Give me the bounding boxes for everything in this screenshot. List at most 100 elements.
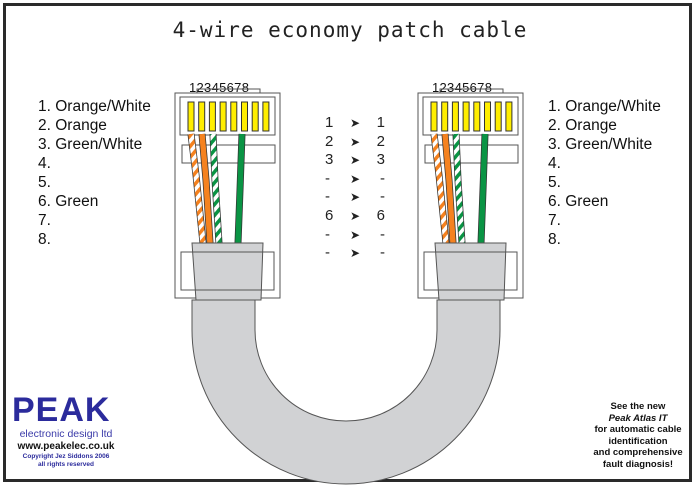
pin-map-from: - — [325, 169, 330, 187]
pin-bracket — [196, 88, 261, 93]
pin-map-row: 1 ➤ 1 — [325, 114, 385, 133]
wire-green — [235, 133, 245, 244]
diagram-title: 4-wire economy patch cable — [172, 18, 528, 42]
pin-map-to: - — [380, 244, 385, 262]
product-name: Peak Atlas IT — [608, 412, 668, 424]
pin-map-from: 1 — [325, 114, 334, 131]
right-wiring-item: 4. — [548, 155, 561, 172]
contact-pin-8 — [262, 101, 270, 132]
connector-lock — [423, 251, 518, 291]
pin-map-from: 3 — [325, 151, 334, 169]
pin-map-row: - ➤ - — [325, 170, 385, 189]
pin-map-to: - — [380, 225, 385, 243]
promo-text: See the new Peak Atlas IT for automatic … — [583, 401, 693, 470]
arrow-icon: ➤ — [349, 246, 361, 261]
right-wiring-item: 3. Green/White — [548, 136, 653, 153]
right-wiring-item: 5. — [548, 174, 561, 191]
contact-pin-7 — [251, 101, 259, 132]
right-wiring-item: 1. Orange/White — [548, 98, 661, 115]
contacts — [430, 101, 513, 132]
left-wiring-item: 2. Orange — [38, 117, 107, 134]
wire-orange-white — [188, 133, 206, 244]
contact-pin-4 — [219, 101, 227, 132]
right-wiring-item: 8. — [548, 231, 561, 248]
left-wiring-item: 4. — [38, 155, 51, 172]
wire-green — [478, 133, 488, 244]
left-wiring-item: 7. — [38, 212, 51, 229]
contact-pin-3 — [208, 101, 216, 132]
peak-logo: PEAK electronic design ltd www.peakelec.… — [10, 392, 122, 469]
contact-pin-8 — [505, 101, 513, 132]
contact-pin-5 — [230, 101, 238, 132]
cable-boot — [191, 242, 264, 301]
pin-map-to: - — [380, 169, 385, 187]
left-wiring-list: 1. Orange/White 2. Orange 3. Green/White… — [38, 97, 151, 249]
pin-map-to: 2 — [376, 132, 385, 150]
pin-map-from: - — [325, 225, 330, 243]
arrow-icon: ➤ — [349, 116, 361, 130]
promo-line: See the new — [610, 401, 666, 412]
left-rj45-connector — [174, 88, 281, 301]
left-wiring-item: 6. Green — [38, 193, 99, 210]
promo-line: identification — [608, 435, 668, 447]
arrow-icon: ➤ — [349, 171, 361, 186]
arrow-icon: ➤ — [349, 208, 361, 223]
left-wiring-item: 3. Green/White — [38, 136, 143, 153]
pin-map-row: 6 ➤ 6 — [325, 207, 385, 226]
connector-lock — [180, 251, 275, 291]
left-wiring-item: 8. — [38, 231, 51, 248]
right-wiring-item: 2. Orange — [548, 117, 617, 134]
right-pin-numbers: 12345678 — [432, 80, 493, 95]
wire-orange-white — [431, 133, 449, 244]
connector-latch-top — [179, 96, 276, 136]
contact-pin-7 — [494, 101, 502, 132]
pin-bracket — [439, 88, 504, 93]
arrow-icon: ➤ — [349, 227, 361, 242]
pin-map-from: - — [325, 188, 330, 206]
pin-map-row: - ➤ - — [325, 188, 385, 207]
pin-map-from: 2 — [325, 132, 334, 150]
promo-line: for automatic cable — [594, 424, 682, 435]
arrow-icon: ➤ — [349, 153, 361, 168]
promo-product: Peak Atlas IT — [583, 413, 693, 425]
contact-pin-1 — [187, 101, 195, 132]
right-wiring-item: 7. — [548, 212, 561, 229]
pin-map-from: - — [325, 244, 330, 262]
pin-map-to: 6 — [376, 206, 385, 224]
wire-orange — [199, 133, 213, 244]
right-wiring-list: 1. Orange/White 2. Orange 3. Green/White… — [548, 97, 661, 249]
pin-map-row: - ➤ - — [325, 226, 385, 245]
contact-pin-1 — [430, 101, 438, 132]
contact-pin-2 — [198, 101, 206, 132]
wire-orange — [442, 133, 456, 244]
website-url: www.peakelec.co.uk — [17, 441, 115, 452]
copyright: Copyright Jez Siddons 2006 — [22, 453, 110, 460]
contact-pin-6 — [241, 101, 248, 132]
promo-line: and comprehensive — [593, 447, 683, 458]
left-wiring-item: 1. Orange/White — [38, 98, 151, 115]
brand-name: PEAK — [12, 391, 111, 429]
pin-map-from: 6 — [325, 206, 334, 224]
arrow-icon: ➤ — [349, 190, 361, 205]
contact-pin-4 — [462, 101, 470, 132]
wire-green-white — [453, 133, 465, 244]
right-rj45-connector — [417, 88, 524, 301]
pin-map-to: - — [380, 188, 385, 206]
contact-pin-2 — [441, 101, 449, 132]
connector-latch-top — [422, 96, 519, 136]
pin-map-row: 2 ➤ 2 — [325, 133, 385, 152]
arrow-icon: ➤ — [349, 134, 361, 149]
pin-map-to: 1 — [376, 114, 385, 131]
promo-line: fault diagnosis! — [602, 458, 674, 470]
wire-green-white — [210, 133, 222, 244]
left-wiring-item: 5. — [38, 174, 51, 191]
cable-boot — [434, 242, 507, 301]
contacts — [187, 101, 270, 132]
right-wiring-item: 6. Green — [548, 193, 609, 210]
brand-subtitle: electronic design ltd — [19, 428, 113, 440]
contact-pin-3 — [451, 101, 459, 132]
rights-reserved: all rights reserved — [38, 461, 94, 468]
pin-mapping-table: 1➤1 2➤2 3➤3 -➤- -➤- 6➤6 -➤- -➤- — [325, 114, 385, 263]
contact-pin-5 — [473, 101, 481, 132]
